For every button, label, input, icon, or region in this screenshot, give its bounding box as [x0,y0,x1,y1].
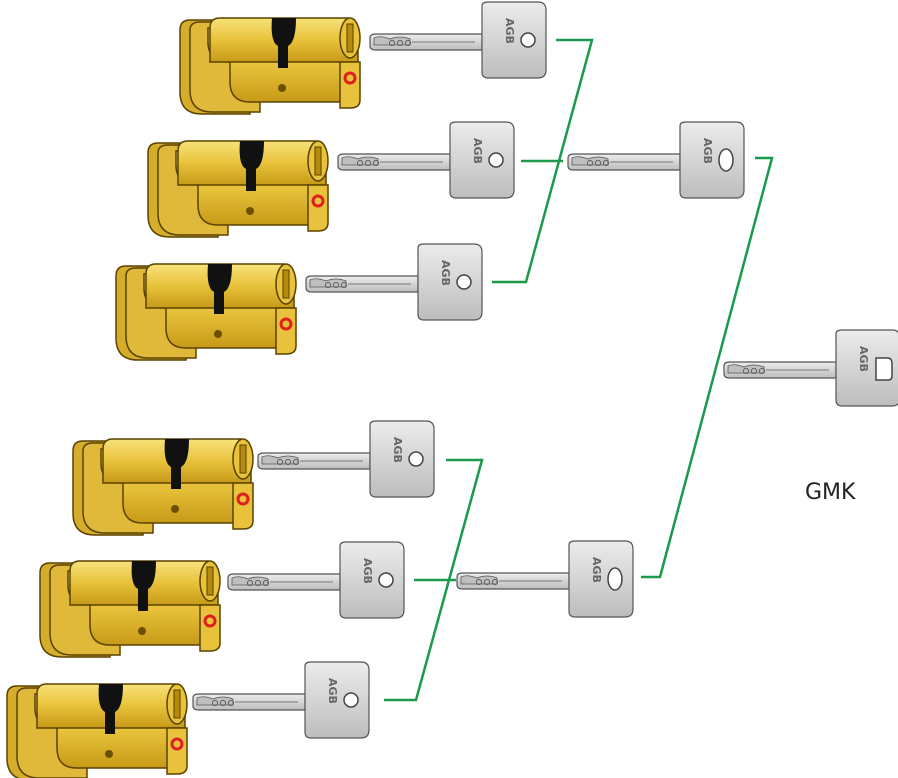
key-3 [305,243,483,321]
cylinder-4 [71,437,255,537]
group-a [114,1,745,362]
cylinder-5 [38,559,222,659]
cylinder-3 [114,262,298,362]
group-b [5,420,634,778]
key-1 [369,1,547,79]
connector-gmk [641,156,774,579]
cylinder-1 [178,16,362,116]
master-key-b [456,540,634,618]
connector-lines [384,38,774,702]
cylinder-6 [5,682,189,778]
key-6 [192,661,370,739]
key-2 [337,121,515,199]
gmk-label: GMK [805,480,856,505]
key-5 [227,541,405,619]
key-4 [257,420,435,498]
master-key-a [567,121,745,199]
grand-master-key [723,329,898,407]
cylinder-2 [146,139,330,239]
